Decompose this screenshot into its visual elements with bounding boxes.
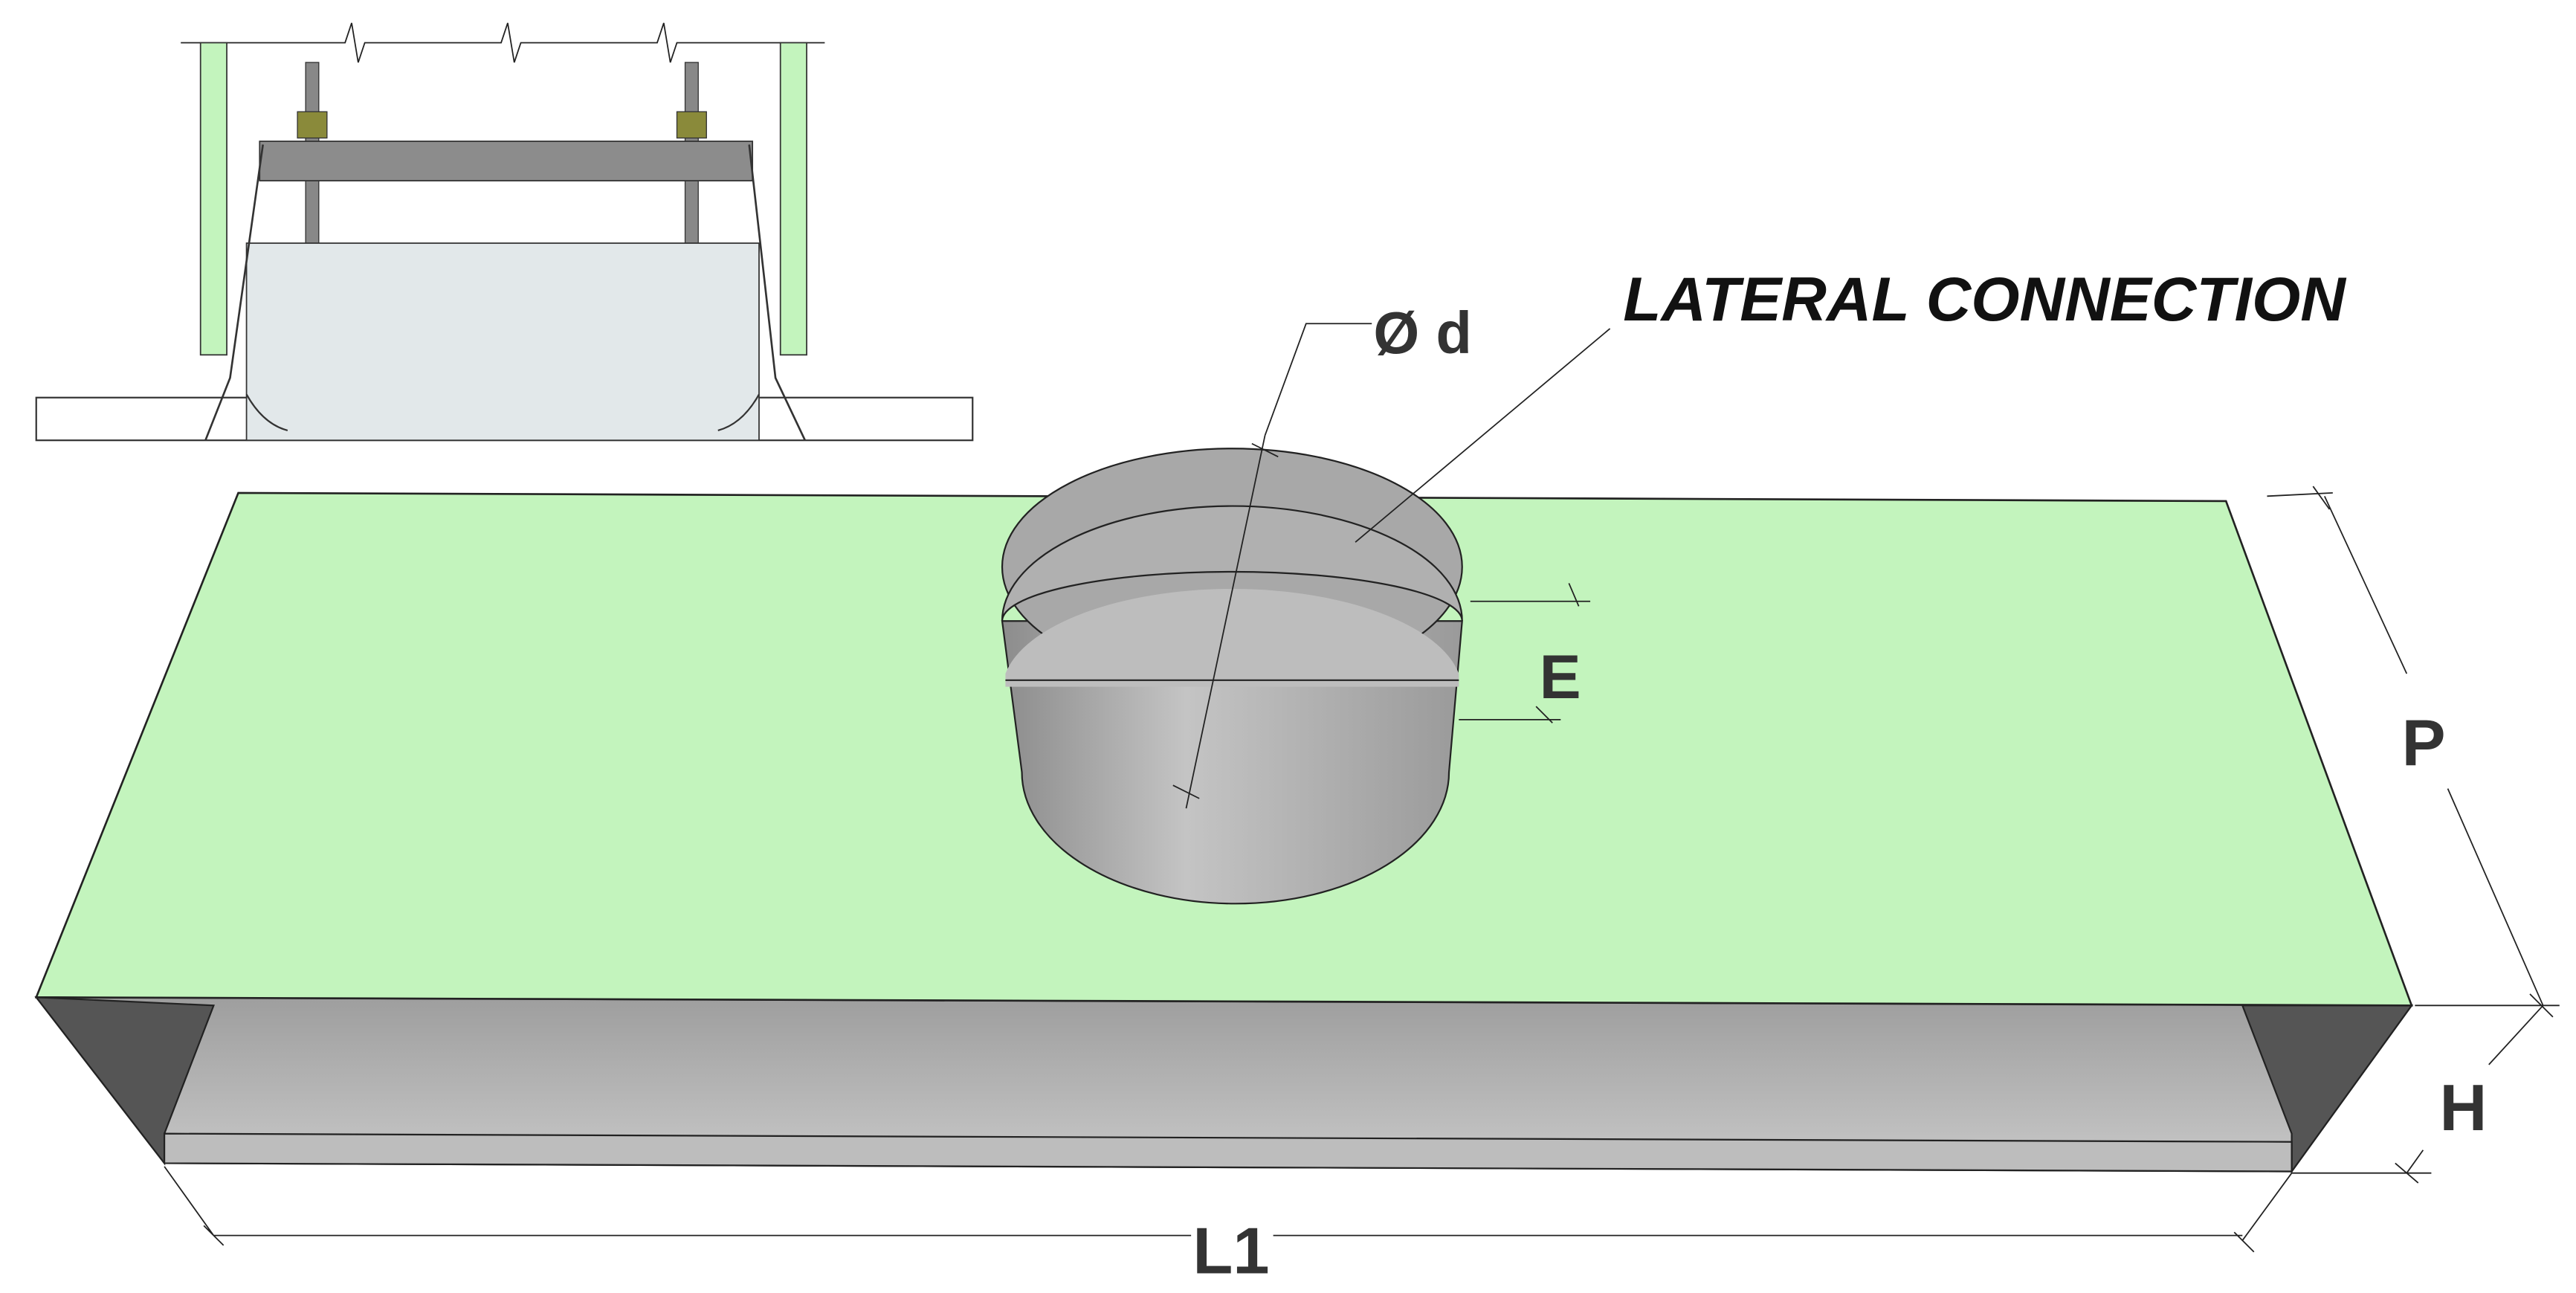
dimension-lines (164, 323, 2560, 1253)
H-dimension-label: H (2439, 1071, 2487, 1144)
lateral-connection-cylinder (1001, 448, 1463, 905)
installation-section-inset (35, 22, 974, 442)
P-dimension-label: P (2402, 706, 2446, 780)
lateral-connection-label: LATERAL CONNECTION (1623, 264, 2347, 334)
E-dimension-label: E (1540, 642, 1581, 712)
L1-dimension-label: L1 (1192, 1213, 1269, 1287)
nut-left (297, 111, 328, 139)
plenum-box (34, 491, 2414, 1174)
nut-right (676, 111, 707, 139)
diameter-label: Ø d (1373, 300, 1472, 366)
